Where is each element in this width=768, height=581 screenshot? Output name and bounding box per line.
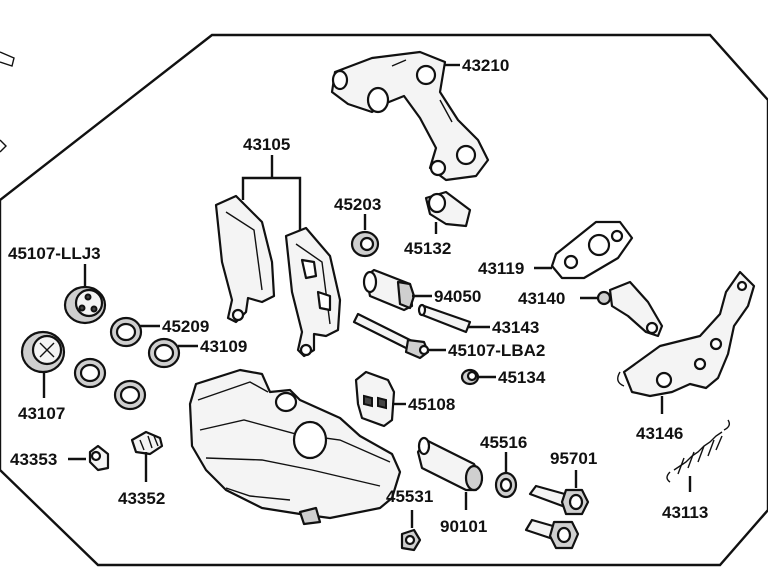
seal-45209 [73,316,143,389]
spring-43113 [666,419,731,483]
piston-45107-LLJ3 [63,285,107,325]
seal-45203 [350,230,380,258]
label-95701: 95701 [550,449,597,468]
label-43113: 43113 [662,503,708,522]
label-45203: 45203 [334,195,381,214]
label-45134: 45134 [498,368,546,387]
sleeve-94050 [362,268,416,312]
cap-45531 [400,528,422,552]
label-45209: 45209 [162,317,209,336]
seal-43109 [113,337,181,411]
label-43353: 43353 [10,450,57,469]
label-45107-lba2: 45107-LBA2 [448,341,545,360]
clip-45108 [354,370,396,428]
piston-43107 [20,330,66,374]
edge-fragment-top [0,51,15,67]
bolts-95701 [524,484,590,550]
label-45132: 45132 [404,239,451,258]
label-43143: 43143 [492,318,539,337]
label-45107-llj3: 45107-LLJ3 [8,244,101,263]
bleeder-cap-43353 [88,444,110,472]
diagram-frame [0,33,768,567]
gasket-43119 [550,220,634,280]
label-45516: 45516 [480,433,527,452]
pin-43140 [596,280,664,338]
label-45531: 45531 [386,487,433,506]
caliper-body [188,368,402,526]
label-94050: 94050 [434,287,481,306]
holder-43146 [617,270,756,398]
label-90101: 90101 [440,517,487,536]
label-43210: 43210 [462,56,509,75]
label-43109: 43109 [200,337,247,356]
pin-43143 [417,303,472,334]
sleeve-90101 [416,436,484,492]
seal-45516 [494,471,518,499]
label-45108: 45108 [408,395,455,414]
slide-pin-45107-LBA2 [352,312,430,360]
label-43146: 43146 [636,424,683,443]
caliper-bracket-43210 [330,50,490,182]
label-43119: 43119 [478,259,524,278]
edge-fragment-mid [0,139,7,153]
label-43352: 43352 [118,489,165,508]
boot-45132 [424,190,472,228]
bleeder-screw-43352 [130,430,164,456]
label-43107: 43107 [18,404,65,423]
brake-pads-43105 [214,194,342,358]
cap-45134 [460,368,480,386]
label-43140: 43140 [518,289,565,308]
label-43105: 43105 [243,135,290,154]
